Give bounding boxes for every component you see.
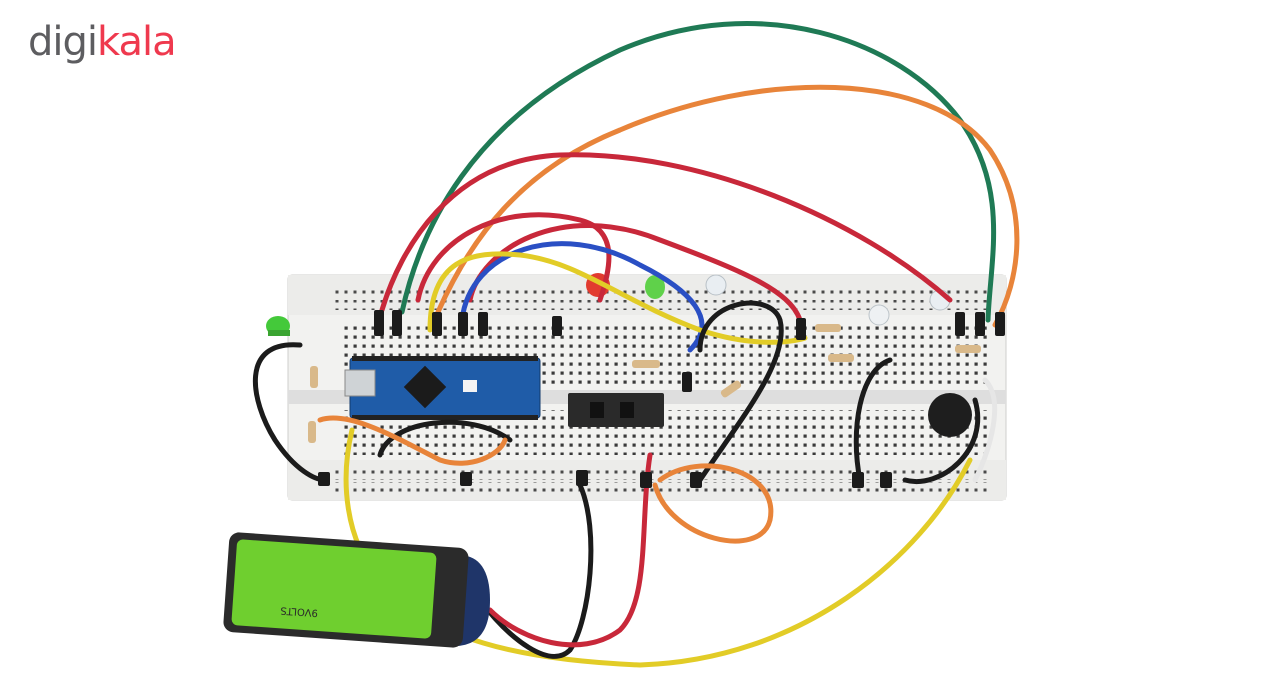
jumper-wires <box>252 21 1020 668</box>
arduino-nano-board <box>344 356 541 420</box>
buzzer <box>928 393 972 437</box>
led-clear-1 <box>705 274 727 296</box>
led-green <box>645 275 665 299</box>
logo-text-kala: kala <box>97 19 177 65</box>
battery-9v: 9VOLTS <box>223 532 490 648</box>
digikala-logo: digikala <box>28 19 177 65</box>
wire-connectors <box>318 310 1005 488</box>
battery-label: 9VOLTS <box>280 604 318 618</box>
logo-text-digi: digi <box>28 19 98 65</box>
led-green-left <box>266 316 290 336</box>
switch-module <box>568 393 664 427</box>
led-clear-2 <box>868 304 890 326</box>
resistors <box>308 324 981 443</box>
